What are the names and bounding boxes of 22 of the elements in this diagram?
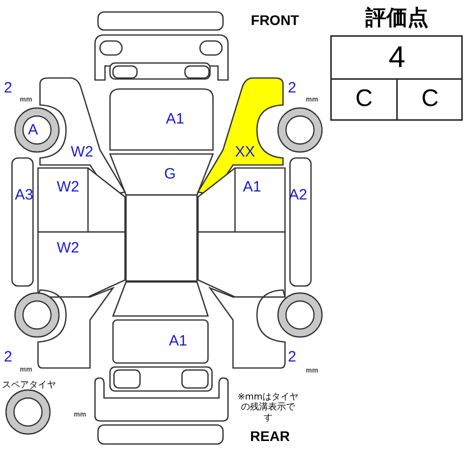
grade-value: C: [355, 87, 373, 111]
damage-code: A1: [242, 180, 262, 194]
damage-code: A: [28, 122, 38, 138]
front-label: FRONT: [250, 13, 300, 27]
damage-code: A3: [14, 188, 34, 202]
tread-depth: 2: [4, 80, 12, 96]
damage-code: A1: [166, 112, 184, 126]
note-text: ※mmはタイヤの残溝表示です: [237, 392, 299, 424]
tread-depth: 2: [4, 350, 12, 364]
damage-code: A1: [168, 334, 188, 348]
damage-code: XX: [235, 144, 255, 160]
damage-code: W2: [56, 180, 80, 194]
score-value: 4: [388, 43, 406, 73]
score-heading: 評価点: [366, 8, 428, 28]
damage-code: G: [164, 166, 176, 182]
damage-code: W2: [56, 240, 80, 256]
damage-code: W2: [70, 144, 94, 160]
rear-label: REAR: [250, 429, 290, 443]
tread-depth: 2: [288, 350, 296, 364]
spare-tire-label: スペアタイヤ: [2, 382, 56, 390]
grade-value: C: [421, 87, 439, 111]
tread-depth: 2: [288, 80, 296, 96]
